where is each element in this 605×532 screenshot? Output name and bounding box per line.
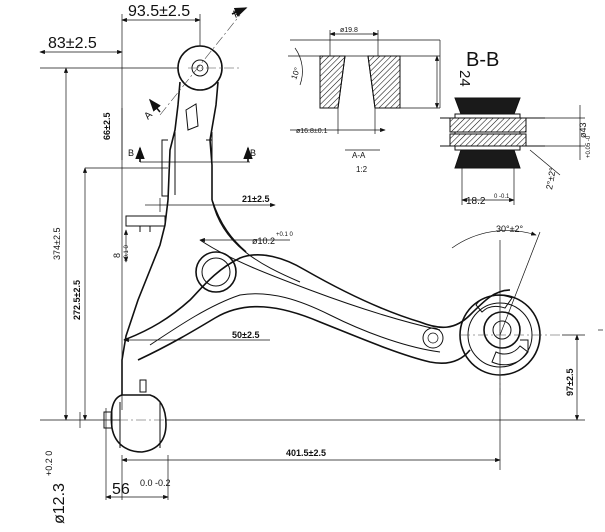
section-label-a-left: A [142,109,155,122]
dim-16-8: ø16.8±0.1 [296,128,328,135]
section-aa-bushing [440,97,585,205]
dim-93-5: 93.5±2.5 [128,3,190,20]
dim-19-8: ø19.8 [340,27,358,34]
dim-43-tol: +0.05 -0 [586,135,592,158]
section-scale: 1:2 [356,165,368,174]
dim-10-2: ø10.2 [252,236,275,246]
dim-21: 21±2.5 [242,194,269,204]
dim-83: 83±2.5 [48,35,97,52]
dim-12-3-tol: +0.2 0 [44,451,54,476]
dim-10-deg: 10° [289,66,302,80]
view-labels: A A B B B-B A-A 1:2 [128,7,499,174]
dim-66: 66±2.5 [102,113,112,140]
dim-2-deg: 2°±2° [544,166,558,190]
dim-8-tol: +0.1 0 [124,244,130,262]
dim-272-5: 272.5±2.5 [72,280,82,320]
dim-56: 56 [112,481,130,498]
dim-374: 374±2.5 [52,228,62,260]
dim-56-tol: 0.0 -0.2 [140,478,171,488]
section-title-bb: B-B [466,49,499,71]
dim-18-2: 18.2 [466,196,486,207]
section-label-b-left: B [128,148,134,158]
dim-24: 24 [456,70,473,87]
dim-12-3: ø12.3 [51,483,68,524]
section-title-aa: A-A [352,151,366,160]
dim-97: 97±2.5 [565,369,575,396]
dimension-lines [39,17,580,500]
dim-8: 8 [112,253,122,258]
dim-30-deg: 30°±2° [496,224,524,234]
section-label-b-right: B [250,148,256,158]
dim-18-2-tol: 0 -0.1 [494,194,510,200]
control-arm-outline [103,45,541,453]
dim-10-2-tol: +0.1 0 [276,232,294,238]
dim-43: ø43 [578,122,588,138]
section-markers [135,7,253,163]
dimension-texts: 93.5±2.5 83±2.5 374±2.5 272.5±2.5 66±2.5… [44,3,592,524]
dim-401-5: 401.5±2.5 [286,448,326,458]
dim-50: 50±2.5 [232,330,259,340]
section-bb-view [288,30,441,151]
